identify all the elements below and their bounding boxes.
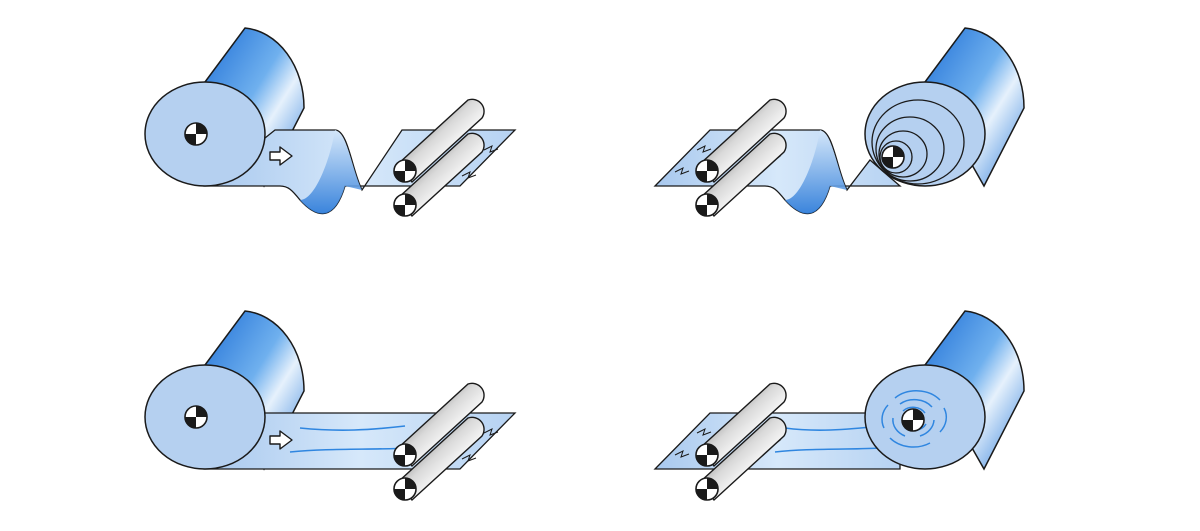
rewind-roll-face [864, 364, 986, 470]
nip-roller-icon [394, 383, 484, 500]
center-mark-icon [184, 122, 208, 146]
center-mark-icon [881, 145, 905, 169]
tear-mark-icon [696, 428, 712, 436]
center-mark-icon [184, 405, 208, 429]
web-streak [774, 447, 881, 453]
panel-unwind-wavy-web [144, 27, 517, 216]
tear-mark-icon [461, 454, 477, 462]
web-loop [300, 130, 362, 214]
tear-mark-icon [696, 145, 712, 153]
panel-rewind-telescoped-roll [653, 27, 1025, 216]
nip-roller-icon [394, 99, 484, 216]
tear-mark-icon [461, 171, 477, 179]
tear-mark-icon [674, 167, 690, 175]
center-mark-icon [901, 408, 925, 432]
nip-roller-icon [696, 99, 786, 216]
panel-rewind-ringed-roll [653, 310, 1025, 500]
web-loop [785, 130, 847, 214]
web-streak [299, 425, 406, 431]
tear-mark-icon [483, 428, 499, 436]
tear-mark-icon [483, 145, 499, 153]
nip-roller-icon [696, 383, 786, 500]
panel-unwind-streaked-web [144, 310, 517, 500]
tear-mark-icon [674, 450, 690, 458]
